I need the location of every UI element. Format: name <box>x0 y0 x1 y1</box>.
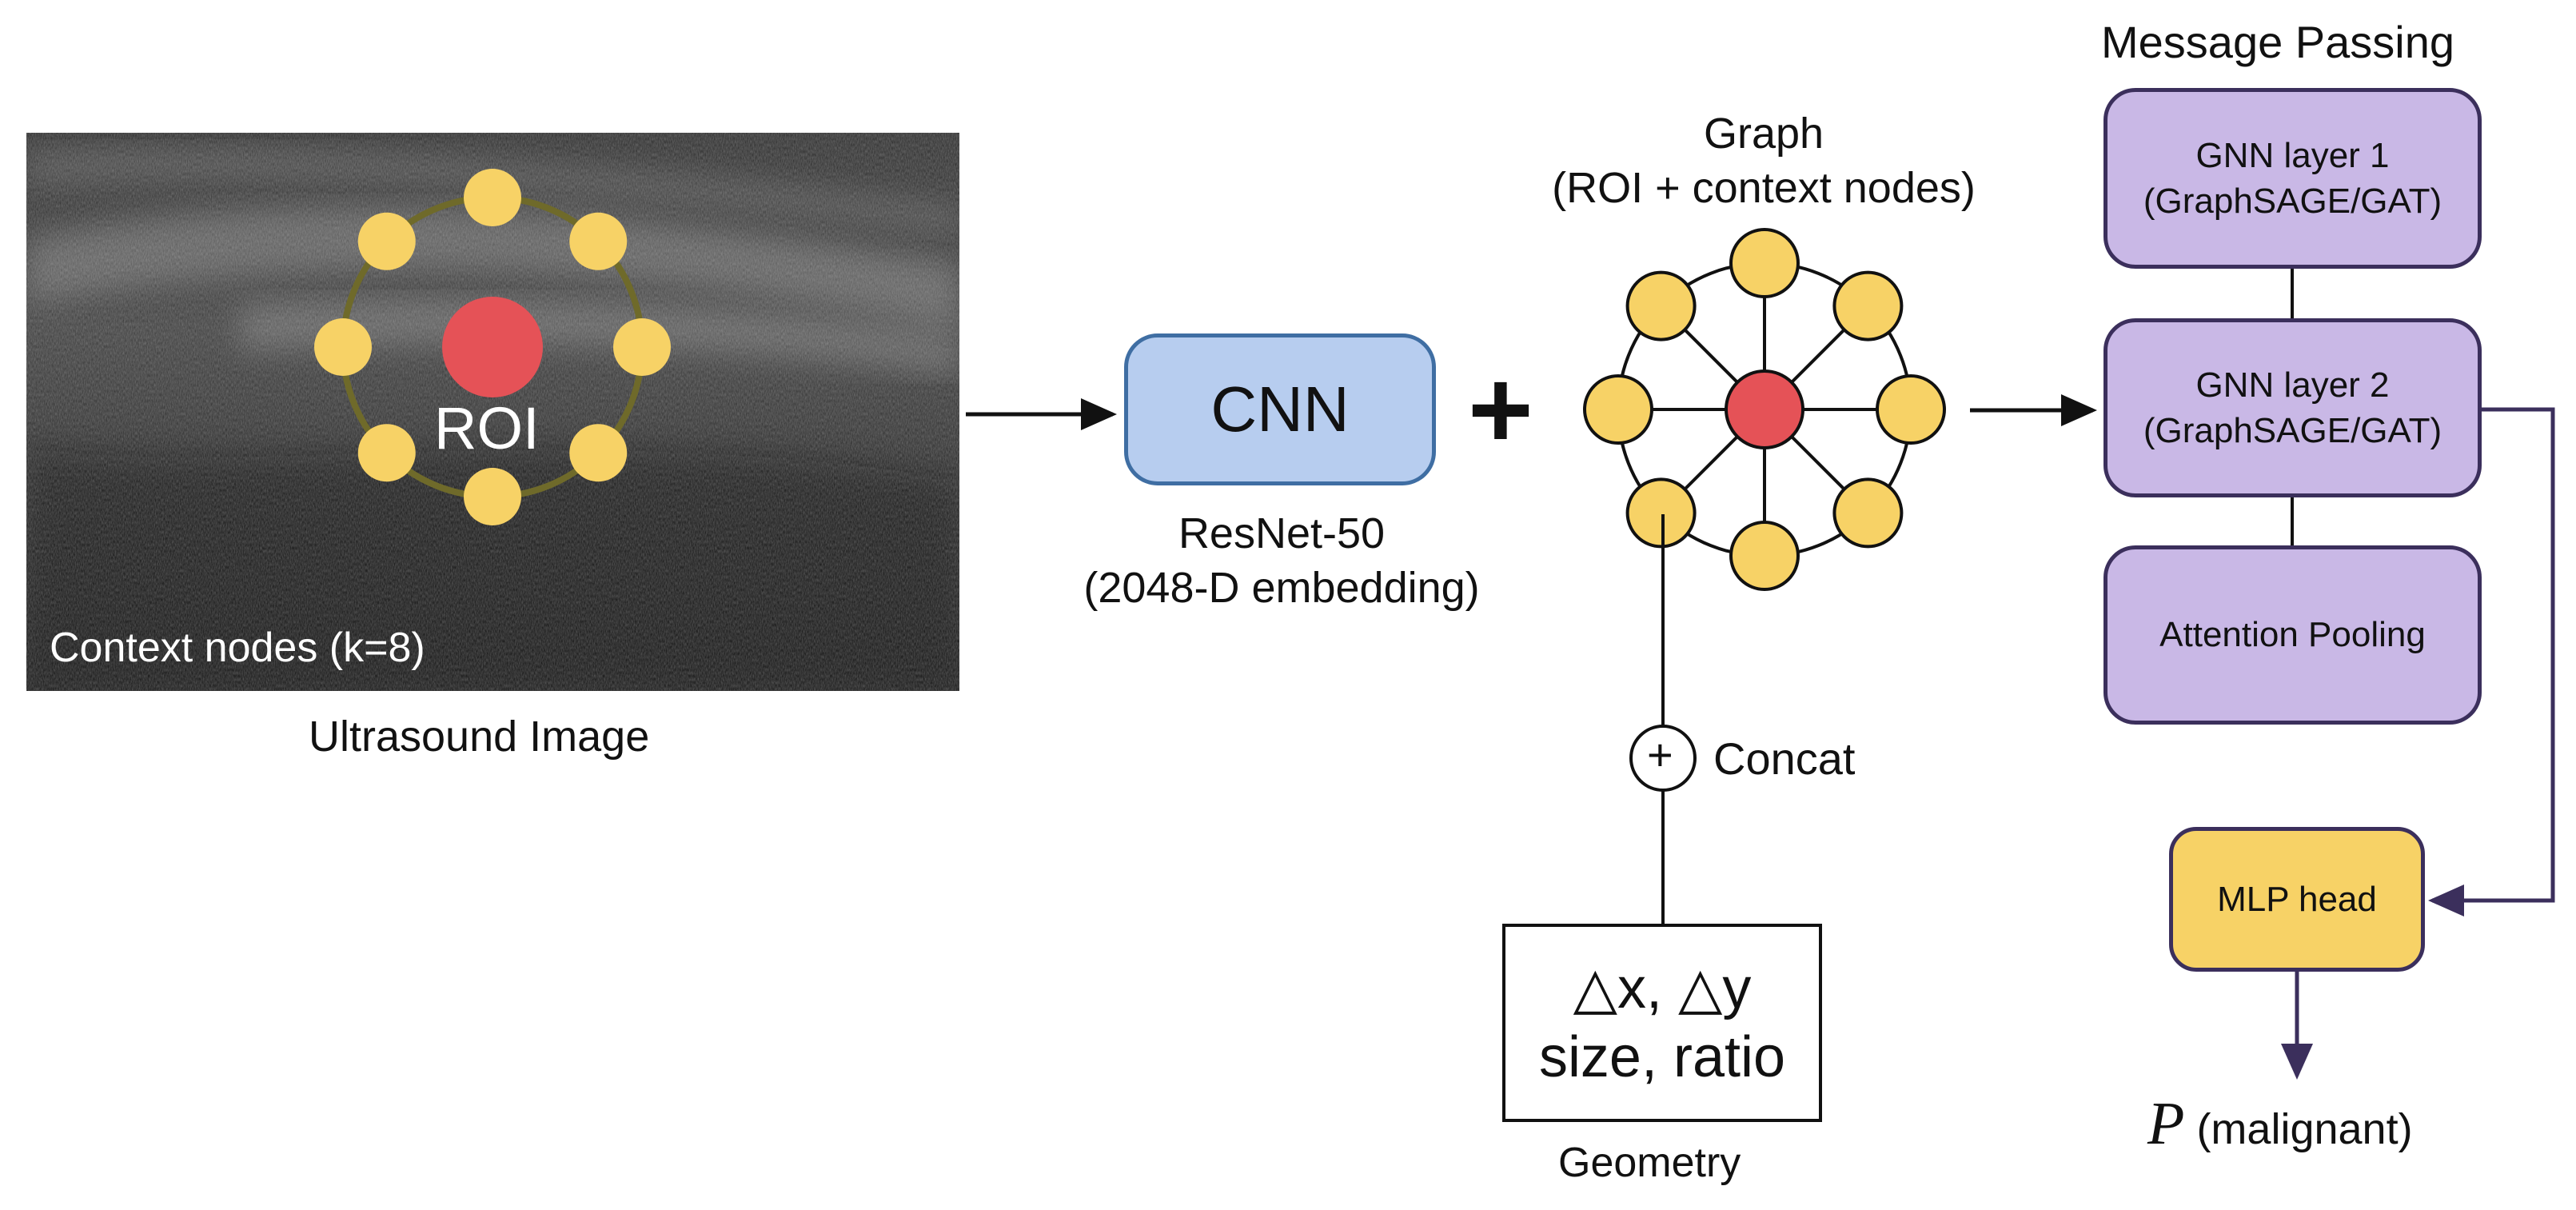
roi-context-overlay <box>314 169 671 525</box>
cnn-label: CNN <box>1210 373 1350 445</box>
context-node <box>314 318 372 376</box>
concat-label: Concat <box>1713 733 1856 784</box>
graph-context-node <box>1876 374 1946 445</box>
context-node <box>569 212 628 270</box>
context-node <box>357 424 416 482</box>
graph-context-node <box>1729 228 1800 298</box>
mlp-head-box: MLP head <box>2169 827 2425 972</box>
gnn-layer-1-box: GNN layer 1 (GraphSAGE/GAT) <box>2103 88 2482 269</box>
plus-symbol: + <box>1468 346 1533 472</box>
graph-roi-node <box>1725 369 1804 449</box>
graph-context-node <box>1832 477 1904 549</box>
message-passing-title: Message Passing <box>2101 17 2455 67</box>
gnn-layer-2-box: GNN layer 2 (GraphSAGE/GAT) <box>2103 318 2482 497</box>
context-node <box>464 468 521 525</box>
graph-caption: Graph (ROI + context nodes) <box>1552 110 1976 212</box>
cnn-box: CNN <box>1124 333 1436 485</box>
context-node <box>613 318 671 376</box>
concat-symbol: + <box>1647 729 1673 780</box>
ultrasound-caption: Ultrasound Image <box>309 713 650 761</box>
graph-context-node <box>1583 374 1653 445</box>
output-text: (malignant) <box>2196 1105 2413 1153</box>
arrow-gnn-to-mlp <box>2428 407 2555 916</box>
context-node <box>464 169 521 226</box>
context-node <box>357 212 416 270</box>
geometry-box: △x, △y size, ratio <box>1502 924 1822 1122</box>
graph-context-node <box>1832 270 1904 341</box>
output-label: P (malignant) <box>2147 1086 2413 1162</box>
graph-structure <box>1583 228 1946 591</box>
output-symbol: P <box>2147 1090 2185 1157</box>
roi-label: ROI <box>434 395 540 461</box>
graph-context-node <box>1729 521 1800 591</box>
context-node <box>569 424 628 482</box>
graph-context-node <box>1625 270 1697 341</box>
cnn-caption: ResNet-50 (2048-D embedding) <box>1083 509 1480 612</box>
attention-pooling-box: Attention Pooling <box>2103 545 2482 725</box>
graph-context-node <box>1625 477 1697 549</box>
geometry-caption: Geometry <box>1558 1140 1741 1186</box>
roi-node <box>442 297 543 397</box>
context-nodes-label: Context nodes (k=8) <box>50 625 425 671</box>
